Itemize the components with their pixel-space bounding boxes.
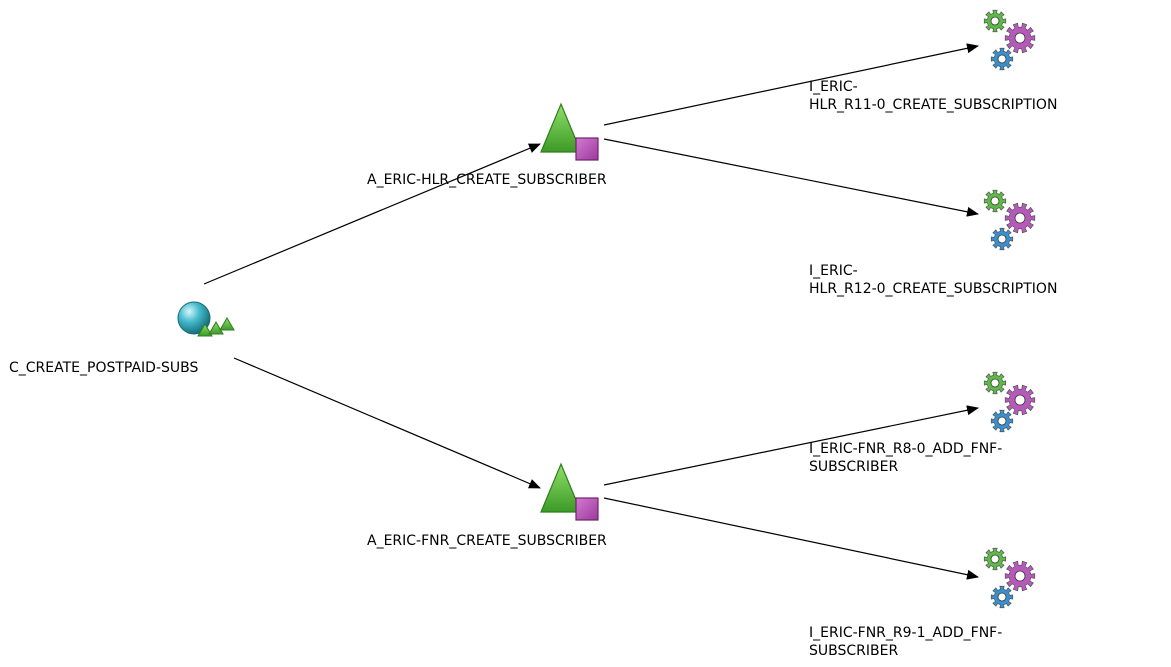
implementation-label-line: HLR_R11-0_CREATE_SUBSCRIPTION [809, 97, 1058, 113]
edge-root-to-fnr-action [233, 357, 541, 489]
implementation-label-fnr-r8: I_ERIC-FNR_R8-0_ADD_FNF- SUBSCRIBER [809, 440, 1002, 476]
edge-fnr-action-to-r9 [603, 497, 979, 580]
implementation-label-hlr-r12: I_ERIC- HLR_R12-0_CREATE_SUBSCRIPTION [809, 262, 1057, 298]
composite-service-icon [177, 301, 235, 337]
action-label-hlr: A_ERIC-HLR_CREATE_SUBSCRIBER [367, 172, 607, 188]
edge-hlr-action-to-r11 [603, 43, 979, 126]
implementation-label-line: SUBSCRIBER [809, 459, 899, 475]
action-icon [540, 102, 599, 161]
implementation-label-line: SUBSCRIBER [809, 643, 899, 659]
edge-root-to-hlr-action [203, 143, 541, 285]
gears-icon [983, 189, 1036, 251]
gears-icon [983, 9, 1036, 71]
implementation-label-hlr-r11: I_ERIC- HLR_R11-0_CREATE_SUBSCRIPTION [809, 78, 1057, 114]
edge-fnr-action-to-r8 [603, 405, 979, 486]
implementation-label-line: I_ERIC- [809, 263, 858, 279]
edge-hlr-action-to-r12 [603, 138, 979, 217]
implementation-label-line: I_ERIC-FNR_R9-1_ADD_FNF- [809, 625, 1003, 641]
action-icon [540, 462, 599, 521]
root-node-label: C_CREATE_POSTPAID-SUBS [9, 360, 199, 376]
action-label-fnr: A_ERIC-FNR_CREATE_SUBSCRIBER [367, 533, 607, 549]
implementation-label-fnr-r9: I_ERIC-FNR_R9-1_ADD_FNF- SUBSCRIBER [809, 624, 1002, 660]
implementation-label-line: I_ERIC- [809, 79, 858, 95]
gears-icon [983, 371, 1036, 433]
implementation-label-line: HLR_R12-0_CREATE_SUBSCRIPTION [809, 281, 1058, 297]
gears-icon [983, 547, 1036, 609]
implementation-label-line: I_ERIC-FNR_R8-0_ADD_FNF- [809, 441, 1003, 457]
